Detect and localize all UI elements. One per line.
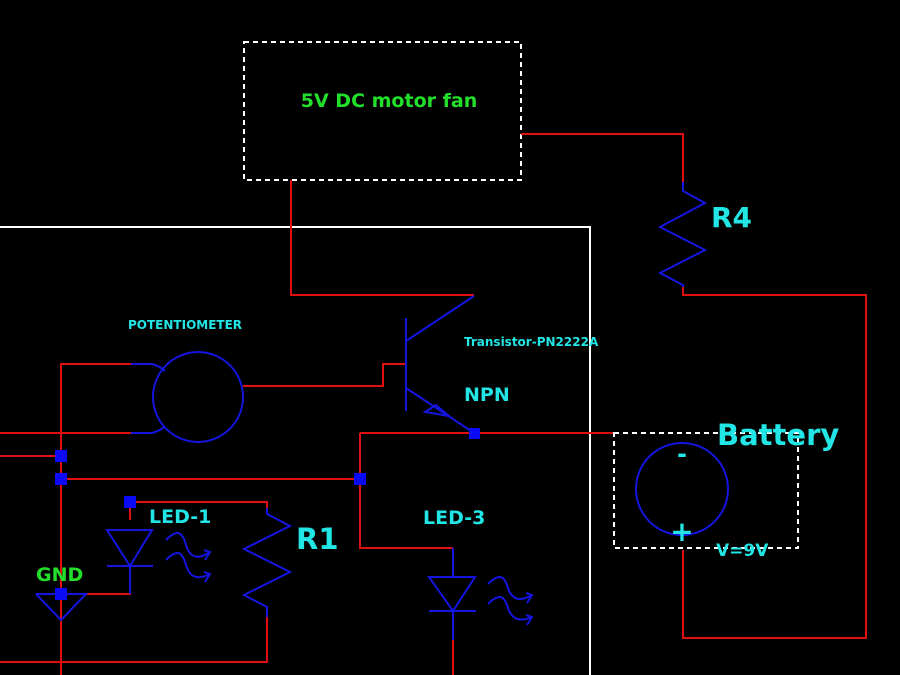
wire-emitter-to-led3 xyxy=(359,433,453,549)
wire-r4-to-battery-plus xyxy=(682,287,867,639)
junction-nodes xyxy=(55,428,480,600)
battery-voltage-label: V=9V xyxy=(716,541,769,561)
battery-label: Battery xyxy=(717,418,839,452)
junction-node xyxy=(55,588,67,600)
resistor-r1-label: R1 xyxy=(296,522,339,556)
battery-plus-label: + xyxy=(670,515,693,548)
transistor-npn-symbol[interactable] xyxy=(405,295,475,434)
wire-motor-to-r4 xyxy=(521,133,684,182)
resistor-r4-symbol[interactable] xyxy=(657,182,708,287)
motor-fan-label: 5V DC motor fan xyxy=(301,90,477,112)
wire-led1-to-r1 xyxy=(130,501,268,508)
led3-symbol[interactable] xyxy=(427,548,534,640)
junction-node xyxy=(354,473,366,485)
battery-minus-label: - xyxy=(677,440,687,468)
led3-label: LED-3 xyxy=(423,507,485,529)
wire-gnd-rail-pot-top xyxy=(60,363,131,675)
wire-pot-wiper-to-base xyxy=(243,363,406,387)
junction-node xyxy=(124,496,136,508)
potentiometer-symbol[interactable] xyxy=(131,351,244,443)
wire-motor-to-collector xyxy=(290,180,474,296)
led1-label: LED-1 xyxy=(149,506,211,528)
resistor-r1-symbol[interactable] xyxy=(241,508,293,617)
battery-symbol xyxy=(635,442,729,536)
led1-symbol[interactable] xyxy=(105,529,212,594)
motor-fan-box[interactable] xyxy=(243,41,522,181)
junction-node xyxy=(55,450,67,462)
battery-box[interactable] xyxy=(613,432,799,549)
ground-label: GND xyxy=(36,564,83,586)
potentiometer-label: POTENTIOMETER xyxy=(128,318,242,332)
wire-r1-bottom xyxy=(0,617,268,663)
transistor-label: Transistor-PN2222A xyxy=(464,335,599,349)
circuit-board-frame xyxy=(0,226,591,675)
junction-node xyxy=(55,473,67,485)
transistor-type-label: NPN xyxy=(464,384,510,406)
wires xyxy=(0,133,867,675)
resistor-r4-label: R4 xyxy=(711,201,752,234)
junction-node xyxy=(469,428,480,439)
